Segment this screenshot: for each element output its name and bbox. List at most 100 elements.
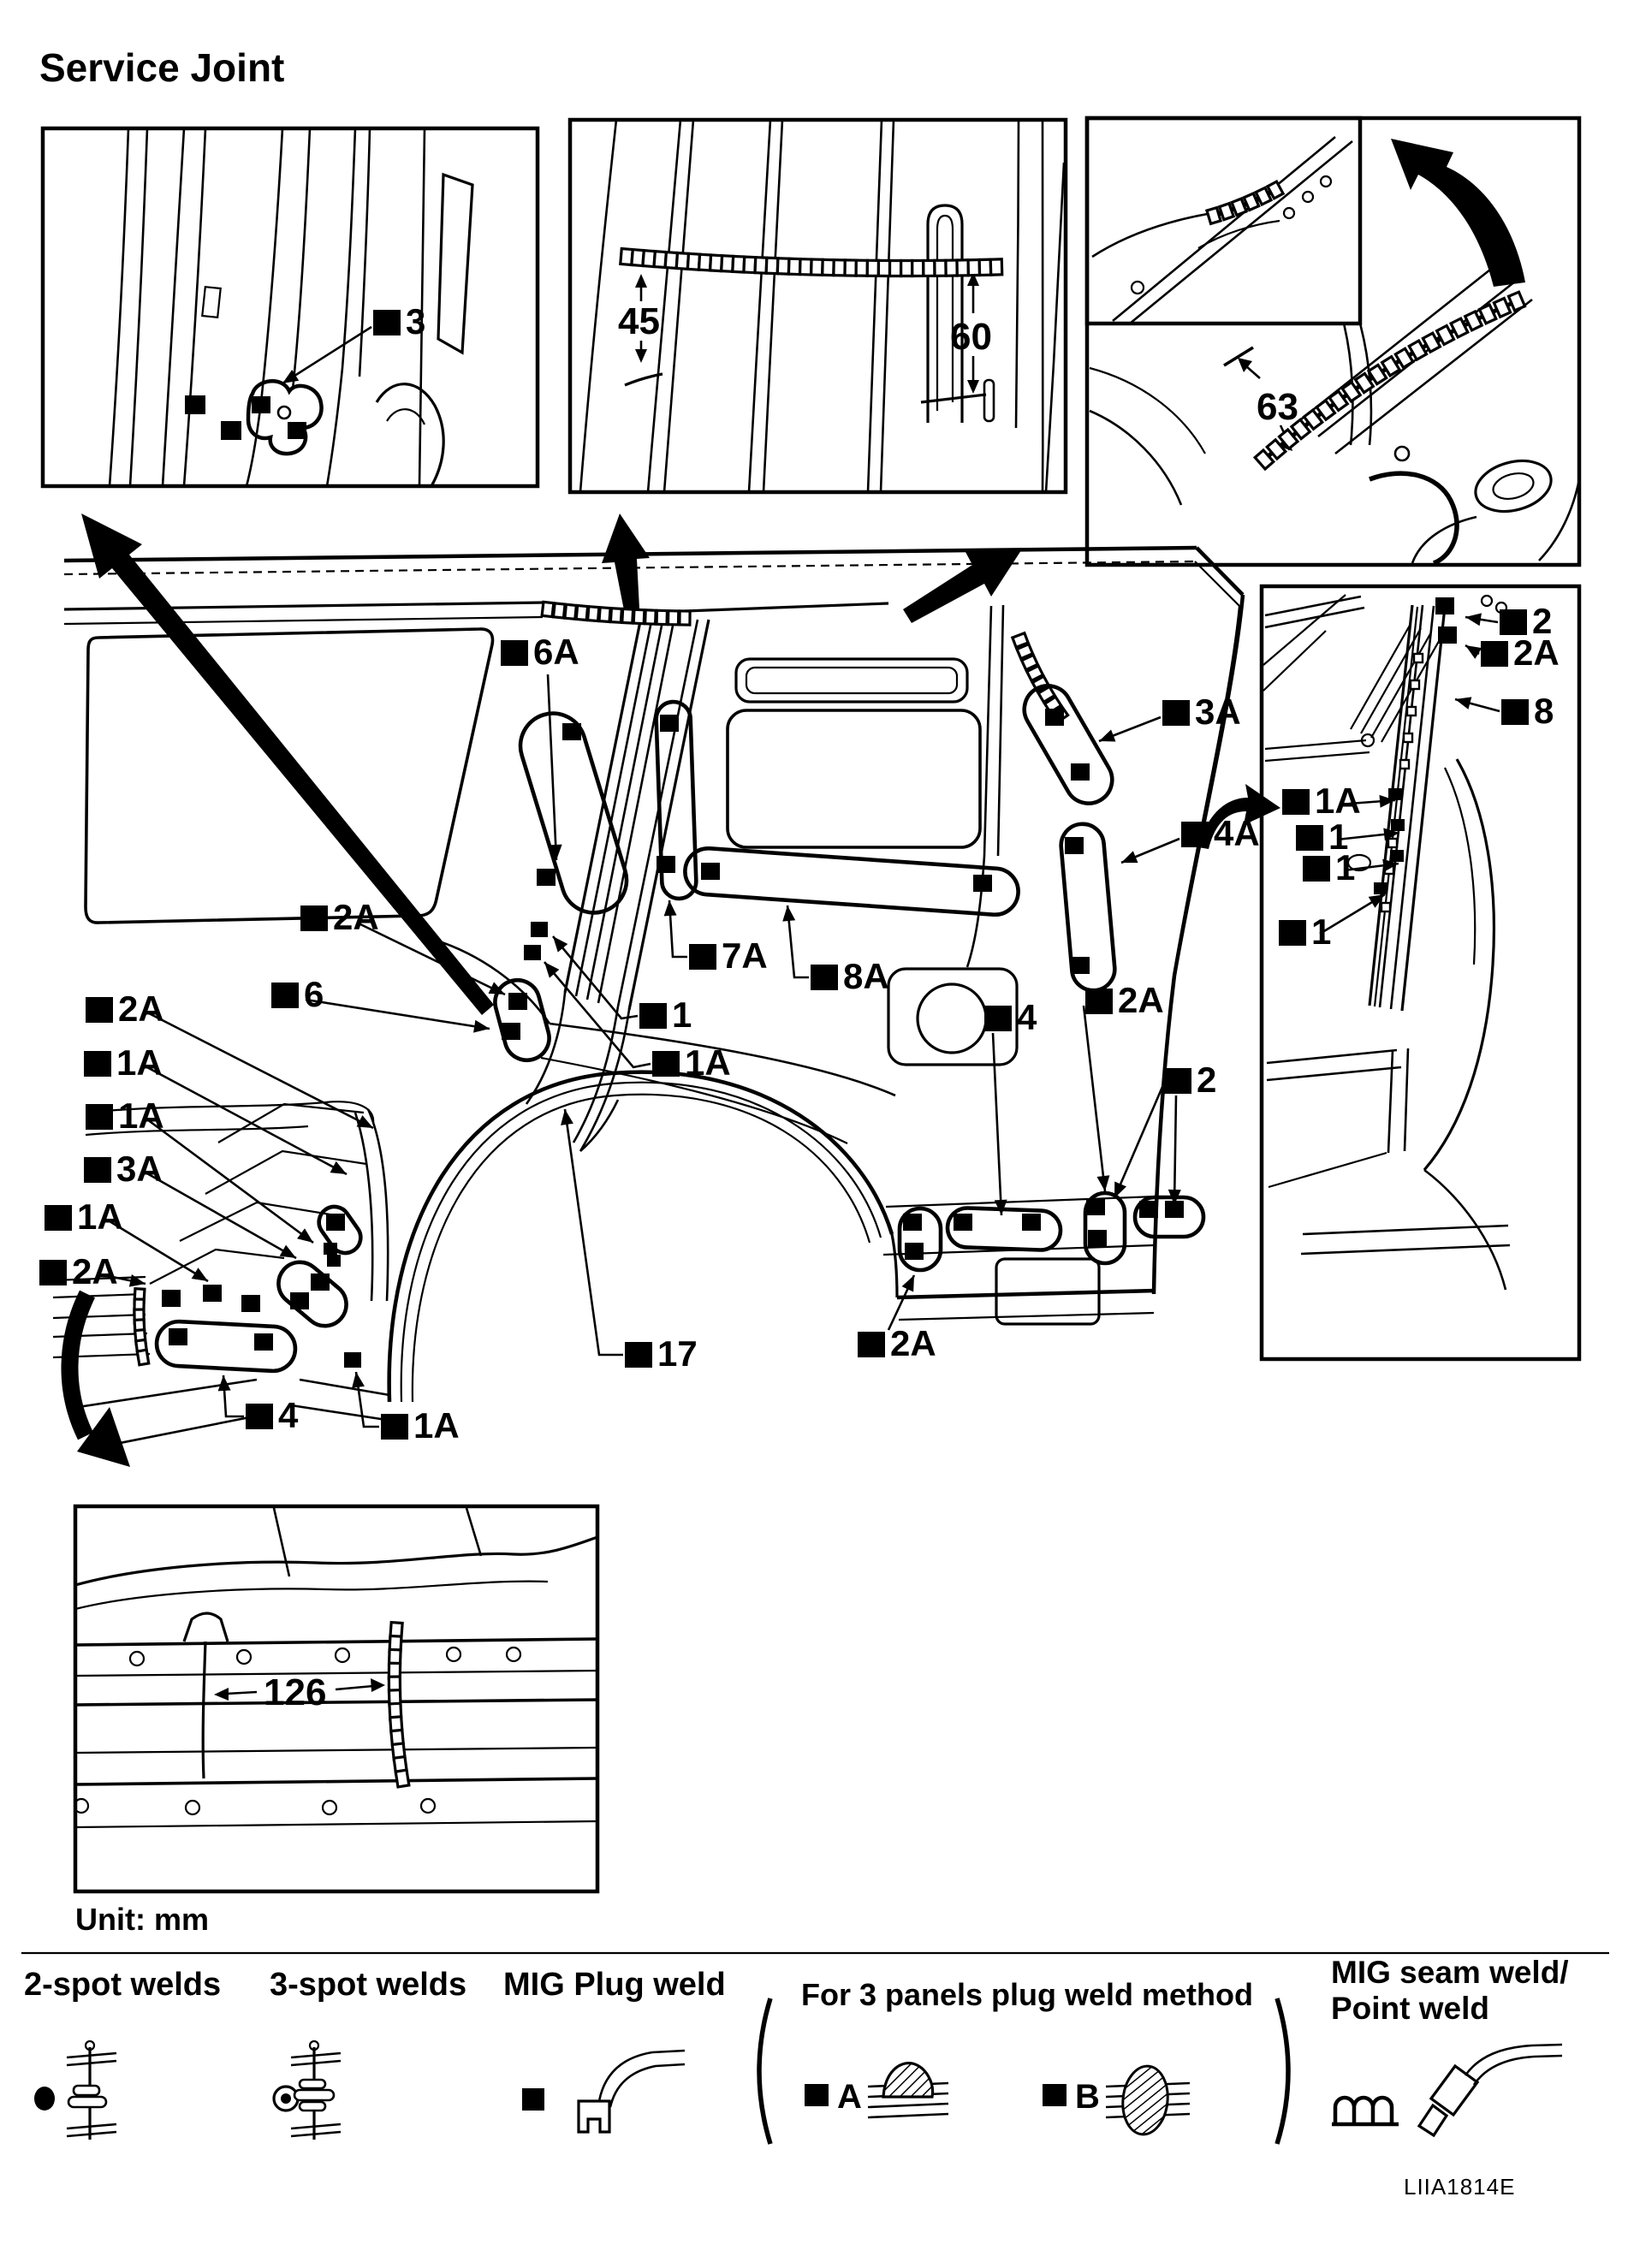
callout-3: 3 bbox=[282, 301, 425, 385]
callout-1A: 1A bbox=[86, 1095, 314, 1244]
callout-square bbox=[1500, 609, 1527, 635]
callout-square bbox=[1279, 920, 1306, 946]
callout-label: 2A bbox=[1118, 980, 1164, 1020]
callout-square bbox=[858, 1332, 885, 1357]
callout-square bbox=[1085, 989, 1113, 1014]
mig-seam-icon bbox=[1332, 2095, 1399, 2127]
weld-point bbox=[1045, 709, 1064, 726]
callout-square bbox=[652, 1051, 680, 1077]
callout-square bbox=[246, 1404, 273, 1429]
weld-point bbox=[221, 421, 241, 440]
callout-1A: 1A bbox=[544, 961, 731, 1083]
leader-arrowhead bbox=[782, 905, 796, 922]
weld-point bbox=[327, 1255, 341, 1267]
spot-weld-group bbox=[276, 1260, 348, 1328]
leader-arrowhead bbox=[279, 1244, 296, 1258]
spot-weld-group bbox=[1083, 1190, 1127, 1266]
callout-label: 4 bbox=[278, 1395, 299, 1435]
leader-arrowhead bbox=[1382, 858, 1399, 872]
callout-label: 6 bbox=[304, 974, 324, 1014]
weld-point bbox=[326, 1214, 345, 1231]
weld-point bbox=[162, 1290, 181, 1307]
leader-arrowhead bbox=[1099, 729, 1116, 742]
callout-2A: 2A bbox=[1465, 632, 1560, 673]
leader-arrowhead bbox=[1121, 851, 1138, 864]
seam-weld-chain bbox=[1204, 179, 1286, 226]
weld-point bbox=[1071, 957, 1090, 974]
figure-code: LIIA1814E bbox=[1404, 2174, 1516, 2200]
weld-seam-clip bbox=[1409, 679, 1421, 691]
callout-label: 2A bbox=[333, 897, 379, 937]
legend-symbols: A B bbox=[21, 1951, 1609, 2145]
leader-arrowhead bbox=[901, 1275, 914, 1292]
spot2-symbol bbox=[34, 2087, 55, 2111]
leader-arrowhead bbox=[217, 1375, 231, 1392]
spot-weld-group bbox=[317, 1204, 363, 1256]
spot-weld-group bbox=[1022, 684, 1114, 805]
weld-seam-clip bbox=[1380, 901, 1392, 913]
callout-1: 1 bbox=[1296, 816, 1400, 857]
spot-weld-group bbox=[154, 1319, 298, 1374]
dimensions: 45 60 63 126 bbox=[214, 272, 1298, 1713]
callout-label: 4 bbox=[1017, 997, 1037, 1037]
callout-label: 7A bbox=[722, 935, 768, 976]
callout-square bbox=[84, 1051, 111, 1077]
callout-1A: 1A bbox=[1282, 781, 1396, 821]
callout-square bbox=[1481, 641, 1508, 667]
leader-arrowhead bbox=[1379, 794, 1395, 808]
dimension-45: 45 bbox=[618, 274, 663, 387]
callout-label: 3A bbox=[116, 1149, 163, 1189]
weld-point bbox=[169, 1328, 187, 1345]
leader-arrowhead bbox=[356, 1115, 373, 1128]
weld-point bbox=[660, 715, 679, 732]
leader-arrowhead bbox=[994, 1199, 1007, 1215]
callout-label: 1A bbox=[118, 1095, 164, 1136]
weld-point bbox=[657, 856, 675, 873]
weld-point bbox=[537, 869, 556, 886]
callout-4: 4 bbox=[984, 997, 1037, 1216]
callout-square bbox=[86, 1104, 113, 1130]
callout-label: 2 bbox=[1532, 601, 1552, 641]
detail-box-sill-seam bbox=[73, 1507, 598, 1829]
callout-square bbox=[45, 1205, 72, 1231]
zoom-arrow-to-box1 bbox=[81, 514, 494, 1015]
callout-label: 2A bbox=[1513, 632, 1560, 673]
leader-arrowhead bbox=[561, 1109, 573, 1125]
callout-label: 1A bbox=[77, 1196, 123, 1237]
callout-label: 3 bbox=[406, 301, 425, 341]
leader-arrowhead bbox=[1455, 697, 1472, 709]
zoom-arrow-to-bottom-box bbox=[61, 1290, 130, 1467]
dim-63-value: 63 bbox=[1257, 386, 1298, 428]
callout-square bbox=[625, 1342, 652, 1368]
leader-arrowhead bbox=[1465, 645, 1482, 659]
weld-seam-clip bbox=[1405, 705, 1417, 717]
leader-arrowhead bbox=[1465, 613, 1482, 626]
detail-box-rear-pillar bbox=[1089, 135, 1581, 566]
weld-point bbox=[531, 922, 548, 937]
callout-square bbox=[381, 1414, 408, 1440]
paren-close bbox=[1274, 1998, 1291, 2145]
weld-point bbox=[1022, 1214, 1041, 1231]
callout-label: 4A bbox=[1214, 813, 1260, 853]
weld-seam-clip bbox=[1402, 732, 1414, 744]
leader-arrowhead bbox=[549, 844, 562, 860]
weld-point bbox=[1139, 1201, 1158, 1218]
weld-point bbox=[1374, 882, 1387, 894]
leader-arrowhead bbox=[297, 1228, 313, 1243]
weld-point bbox=[903, 1214, 922, 1231]
callout-2A: 2A bbox=[39, 1251, 146, 1291]
detail-box-center-pillar bbox=[1263, 594, 1511, 1291]
weld-point bbox=[562, 723, 581, 740]
weld-point bbox=[203, 1285, 222, 1302]
weld-point bbox=[1088, 1230, 1107, 1247]
callout-label: 1 bbox=[672, 994, 692, 1035]
callout-2A: 2A bbox=[86, 989, 374, 1130]
weld-point bbox=[1071, 763, 1090, 781]
callout-17: 17 bbox=[561, 1108, 698, 1374]
callout-8: 8 bbox=[1454, 691, 1554, 731]
leader-arrowhead bbox=[1168, 1189, 1181, 1205]
weld-point bbox=[701, 863, 720, 880]
seam-weld-chain bbox=[1252, 290, 1527, 472]
spot3-symbol bbox=[272, 2085, 300, 2112]
